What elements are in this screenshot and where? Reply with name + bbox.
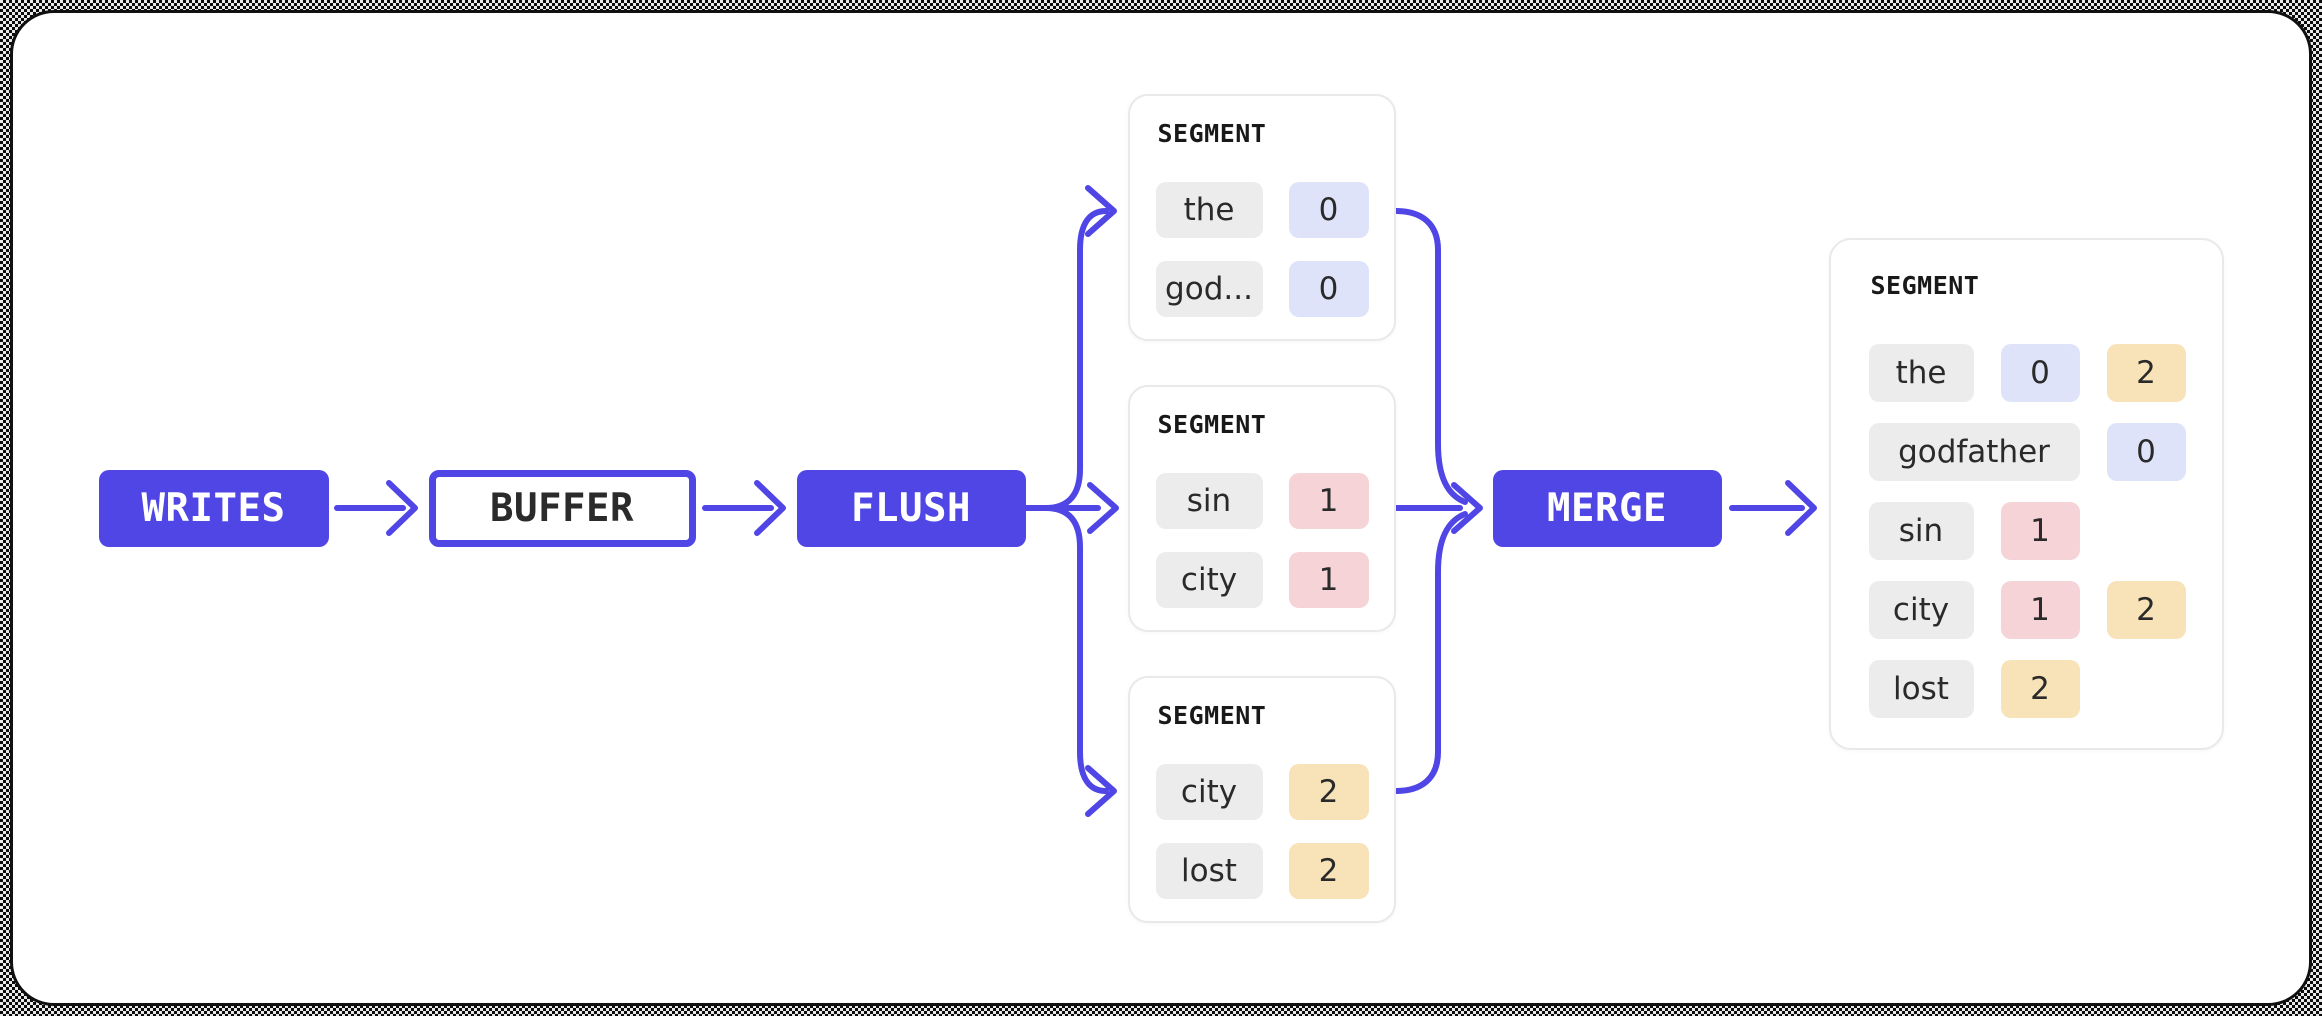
arrow-right-icon (1728, 480, 1817, 536)
posting-chip: 2 (1288, 763, 1369, 820)
term-chip: god... (1155, 260, 1263, 317)
term-chip: the (1868, 344, 1974, 402)
merge-node-label: MERGE (1547, 485, 1667, 531)
posting-chip: 1 (1288, 472, 1369, 529)
buffer-node-label: BUFFER (490, 485, 634, 531)
posting-chip: 2 (2106, 344, 2186, 402)
term-chip: city (1868, 581, 1974, 639)
segment-card: SEGMENT city 2 lost 2 (1127, 675, 1396, 923)
flush-node-label: FLUSH (851, 485, 971, 531)
posting-chip: 2 (1288, 842, 1369, 899)
arrow-right-icon (333, 480, 418, 536)
segment-rows: the 0 god... 0 (1155, 181, 1369, 317)
merge-node: MERGE (1492, 469, 1722, 547)
segment-row: sin 1 (1868, 502, 2186, 560)
term-chip: sin (1868, 502, 1974, 560)
posting-chip: 0 (2106, 423, 2186, 481)
fanin-arrows-icon (1395, 208, 1483, 794)
segment-row: lost 2 (1868, 660, 2186, 718)
term-chip: sin (1155, 472, 1263, 529)
segment-title: SEGMENT (1157, 700, 1267, 730)
segment-rows: sin 1 city 1 (1155, 472, 1369, 608)
segment-title: SEGMENT (1870, 271, 1980, 300)
segment-row: city 1 (1155, 551, 1369, 608)
posting-chip: 1 (1288, 551, 1369, 608)
fanout-arrows-icon (1025, 185, 1119, 817)
posting-chip: 1 (2000, 502, 2080, 560)
term-chip: lost (1155, 842, 1263, 899)
writes-node-label: WRITES (141, 485, 286, 531)
diagram-canvas: WRITES BUFFER FLUSH (10, 10, 2312, 1006)
writes-node: WRITES (98, 469, 329, 547)
posting-chip: 0 (1288, 181, 1369, 238)
segment-row: sin 1 (1155, 472, 1369, 529)
segment-row: god... 0 (1155, 260, 1369, 317)
segment-card: SEGMENT the 0 god... 0 (1127, 93, 1396, 341)
segment-row: city 2 (1155, 763, 1369, 820)
posting-chip: 1 (2000, 581, 2080, 639)
term-chip: lost (1868, 660, 1974, 718)
posting-chip: 2 (2000, 660, 2080, 718)
term-chip: city (1155, 551, 1263, 608)
segment-title: SEGMENT (1157, 118, 1267, 148)
segment-row: lost 2 (1155, 842, 1369, 899)
term-chip: the (1155, 181, 1263, 238)
buffer-node: BUFFER (428, 469, 696, 547)
segment-title: SEGMENT (1157, 409, 1267, 439)
segment-rows: city 2 lost 2 (1155, 763, 1369, 899)
posting-chip: 2 (2106, 581, 2186, 639)
term-chip: godfather (1868, 423, 2080, 481)
posting-chip: 0 (1288, 260, 1369, 317)
segment-row: the 0 (1155, 181, 1369, 238)
posting-chip: 0 (2000, 344, 2080, 402)
segment-row: godfather 0 (1868, 423, 2186, 481)
flow-row: WRITES BUFFER FLUSH (13, 13, 2309, 1003)
segment-card: SEGMENT sin 1 city 1 (1127, 384, 1396, 632)
term-chip: city (1155, 763, 1263, 820)
flush-node: FLUSH (796, 469, 1026, 547)
arrow-right-icon (701, 480, 786, 536)
